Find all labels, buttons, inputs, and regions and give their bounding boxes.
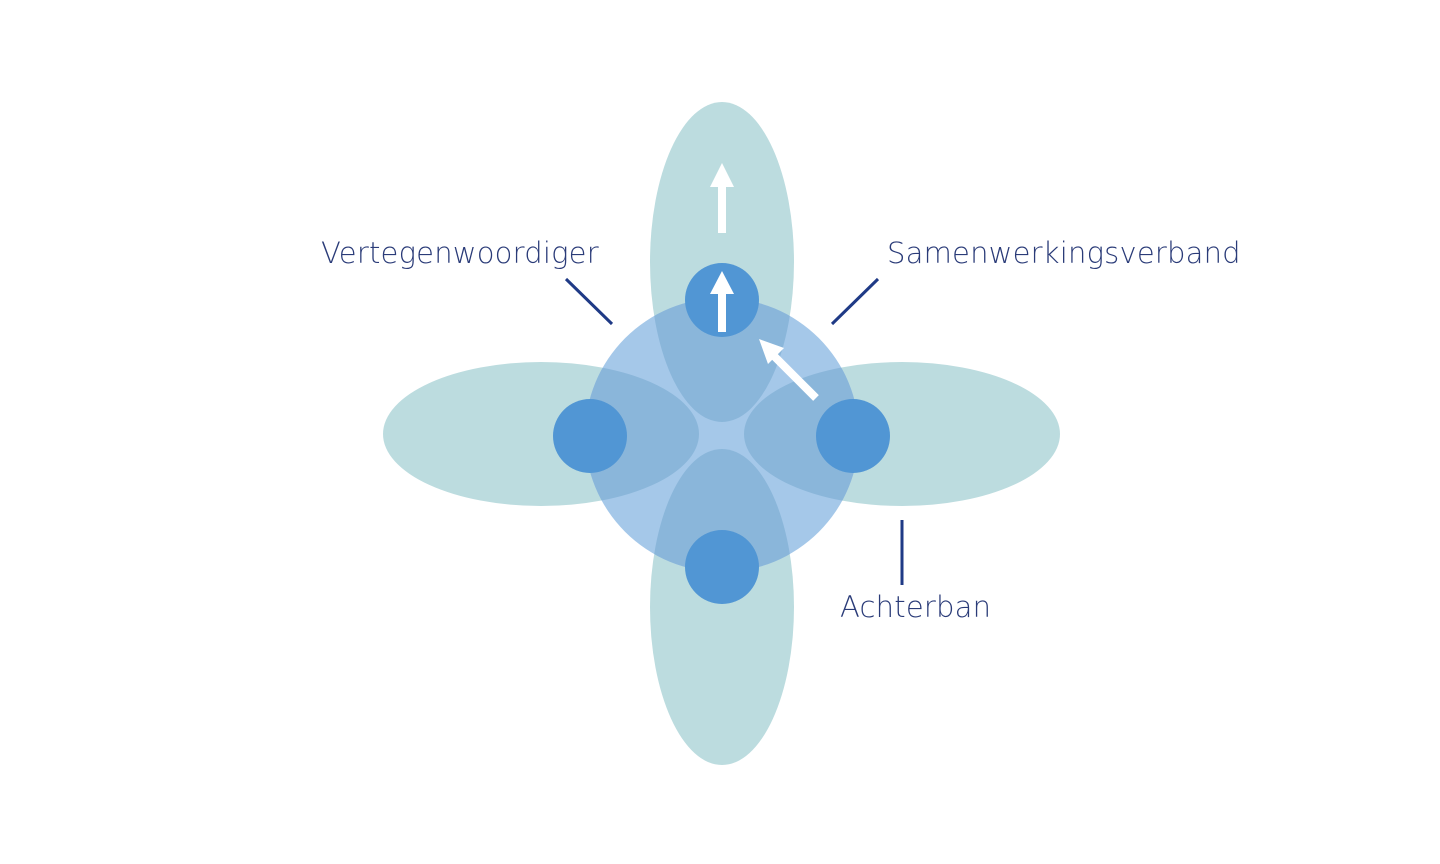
- core-circle: [585, 298, 859, 572]
- core-overlaps: [585, 298, 859, 572]
- diagonal-arrow-icon: [759, 339, 819, 401]
- node-left: [553, 399, 627, 473]
- leader-line-partnership: [830, 277, 880, 326]
- label-constituency: Achterban: [840, 590, 992, 624]
- label-representative: Vertegenwoordiger: [321, 236, 599, 270]
- node-right: [816, 399, 890, 473]
- node-bottom: [685, 530, 759, 604]
- leader-line-representative: [564, 277, 614, 326]
- node-arrow-up-icon: [710, 271, 734, 332]
- label-partnership: Samenwerkingsverband: [887, 236, 1241, 270]
- petal-arrow-up-icon: [710, 163, 734, 233]
